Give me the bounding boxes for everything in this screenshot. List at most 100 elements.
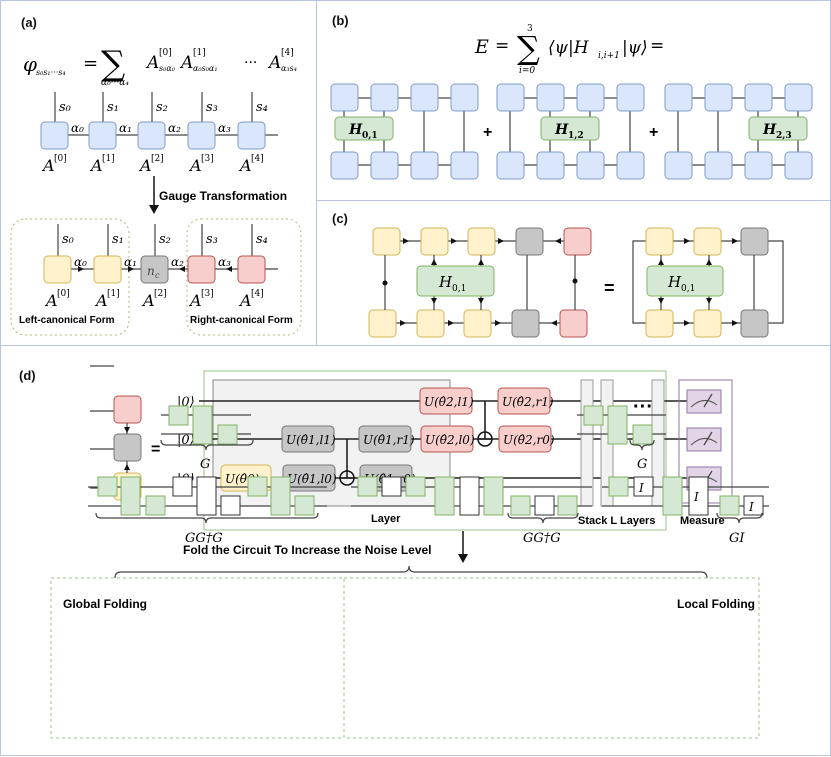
hamiltonian-label: H (667, 273, 682, 291)
tensor-superscript: [2] (151, 154, 164, 164)
hamiltonian-operator (416, 265, 495, 297)
gate-u2-l1-label: U(θ̂2,l1) (424, 395, 474, 409)
arrow-up-icon (478, 259, 484, 265)
bra-tensor (410, 83, 439, 112)
identity-label: I (693, 490, 699, 504)
local-folding-label: Local Folding (677, 597, 755, 611)
g-gate (632, 424, 653, 445)
hamiltonian-term (334, 116, 394, 141)
hamiltonian-label: H (762, 122, 777, 138)
bra-tensor (330, 83, 359, 112)
hamiltonian-label: H (554, 122, 569, 138)
g-gate (294, 495, 315, 516)
ket-tensor (559, 309, 588, 338)
local-folding-box (343, 577, 760, 739)
mps-tensor (137, 121, 166, 150)
arrow-down-icon (124, 427, 130, 433)
hamiltonian-term (540, 116, 600, 141)
g-gate (557, 495, 578, 516)
bra-tensor (704, 83, 733, 112)
physical-index-label: s₂ (159, 232, 171, 247)
measure-label: Measure (680, 515, 725, 527)
bond-index-label: α₂ (171, 255, 184, 269)
panel-c-label: (c) (332, 211, 348, 226)
brace-ggdg-label: GG†G (185, 531, 223, 546)
ket-tensor (368, 309, 397, 338)
left-canonical-label: Left-canonical Form (19, 315, 115, 326)
hamiltonian-label: H (348, 122, 363, 138)
gauge-arrowhead (149, 205, 159, 214)
arrow-up-icon (124, 464, 130, 470)
eq-a-term4: A (267, 53, 281, 73)
g-gate (607, 405, 628, 445)
fold-arrowhead (458, 554, 468, 563)
arrow-right-icon (495, 320, 501, 326)
arrow-up-icon (658, 259, 664, 265)
eq-a-sub4: α₃s₄ (281, 64, 297, 73)
eq-a-equals: = (83, 53, 98, 74)
mps-tensor (187, 121, 216, 150)
identity-label: I (638, 481, 644, 495)
gdag-gate (381, 476, 402, 497)
gate-u2-l0 (420, 425, 474, 453)
identity-gate (743, 495, 764, 516)
arrow-left-icon (551, 320, 557, 326)
arrow-right-icon (403, 238, 409, 244)
bra-tensor (450, 83, 479, 112)
brace-g (160, 439, 254, 451)
qubit-label: |0⟩ (177, 433, 195, 448)
tensor-label: A (89, 156, 103, 175)
canonical-tensor (93, 255, 122, 284)
hamiltonian-sub: 0,1 (681, 284, 695, 294)
g-gate (97, 476, 118, 497)
gate-u2-r0-label: U(θ̂2,r0) (503, 433, 555, 447)
mps-tensor (88, 121, 117, 150)
tensor-label: A (138, 156, 152, 175)
eq-b-sum-bot: i=0 (519, 66, 535, 76)
g-gate (270, 476, 291, 516)
bra-tensor (515, 227, 544, 256)
physical-index-label: s₀ (59, 100, 72, 115)
gdag-gate (220, 495, 241, 516)
tensor-superscript: [0] (54, 154, 67, 164)
left-canonical-box (10, 218, 130, 336)
identity-gate (633, 476, 654, 497)
g-gate (483, 476, 504, 516)
identity-dot-icon (382, 280, 388, 286)
gray-tensor (113, 433, 142, 462)
canonical-tensor (140, 255, 169, 284)
ket-tensor (536, 151, 565, 180)
layer-label: Layer (371, 513, 401, 525)
ket-tensor (704, 151, 733, 180)
arrow-right-icon (498, 238, 504, 244)
eq-b-E: E (474, 36, 489, 58)
g-gate (608, 476, 629, 497)
tensor-superscript: [4] (251, 289, 264, 299)
eq-a-term0: A (145, 53, 159, 73)
eq-a-sup4: [4] (281, 48, 294, 58)
global-folding-label: Global Folding (63, 597, 147, 611)
brace-g-label: G (200, 457, 210, 472)
g-gate (247, 476, 268, 497)
arrow-right-icon (732, 238, 738, 244)
ket-tensor (496, 151, 525, 180)
eq-a-sum-sub: α₀···α₄ (101, 78, 129, 88)
ket-tensor (693, 309, 722, 338)
arrow-right-icon (684, 238, 690, 244)
eq-a-sum: ∑ (101, 44, 125, 84)
eq-b-braket: ⟨ψ|H (548, 38, 590, 58)
g-gate (217, 424, 238, 445)
bra-tensor (563, 227, 592, 256)
tensor-label: A (188, 156, 202, 175)
panel-b-label: (b) (332, 13, 349, 28)
arrow-right-icon (684, 320, 690, 326)
tensor-label: A (44, 291, 58, 310)
arrow-right-icon (451, 238, 457, 244)
plus-operator: + (483, 124, 492, 141)
g-gate (510, 495, 531, 516)
identity-label: I (748, 500, 754, 514)
gate-u1-r1 (358, 425, 412, 453)
bond-index-label: α₁ (124, 255, 137, 269)
